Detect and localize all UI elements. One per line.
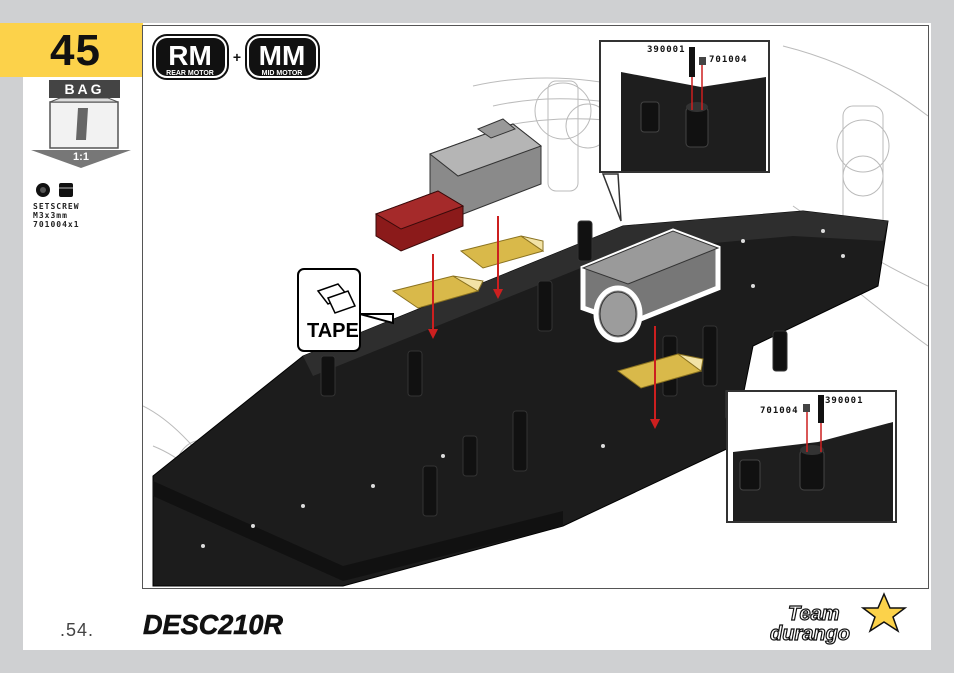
step-number: 45 (50, 26, 101, 75)
tape-label: TAPE (307, 320, 359, 342)
inset-bottom-label-left: 701004 (760, 406, 799, 416)
plus-sign: + (233, 49, 241, 65)
mm-badge-caption: MID MOTOR (262, 70, 303, 77)
product-logo: DESC210R (143, 609, 284, 640)
receiver-unit (374, 190, 465, 252)
inset-top-label-left: 390001 (647, 45, 686, 55)
svg-text:durango: durango (770, 623, 850, 645)
page-number: .54. (60, 620, 95, 640)
inset-bottom-label-right: 390001 (825, 396, 864, 406)
bag-label: BAG (49, 80, 120, 98)
bag-icon (49, 98, 119, 149)
part-name: SETSCREW (33, 202, 80, 211)
esc-unit (428, 118, 543, 217)
assembly-illustration (142, 25, 929, 589)
inset-top-drawing (621, 47, 766, 171)
part-code: 701004x1 (33, 220, 80, 229)
motor-badges: RM REAR MOTOR + MM MID MOTOR (152, 34, 320, 80)
scale-arrow-icon (31, 150, 131, 168)
inset-top-label-right: 701004 (709, 55, 748, 65)
svg-text:Team: Team (788, 603, 840, 625)
svg-text:DESC210R: DESC210R (143, 609, 284, 640)
motor-unit (580, 228, 721, 343)
mm-badge: MM (259, 40, 306, 71)
tape-callout (297, 268, 394, 352)
scale-label: 1:1 (73, 151, 89, 163)
rm-badge: RM (168, 40, 212, 71)
placement-arrows (432, 216, 656, 421)
setscrew-icon (36, 183, 73, 197)
step-badge (0, 23, 143, 77)
chassis-drawing (143, 45, 928, 587)
part-size: M3x3mm (33, 211, 68, 220)
inset-bottom-drawing (733, 395, 893, 521)
inset-detail-top: 390001 701004 (599, 40, 770, 173)
star-icon (860, 592, 908, 633)
rm-badge-caption: REAR MOTOR (166, 70, 214, 77)
inset-detail-bottom: 701004 390001 (726, 390, 897, 523)
brand-logo: Team durango (769, 592, 908, 646)
